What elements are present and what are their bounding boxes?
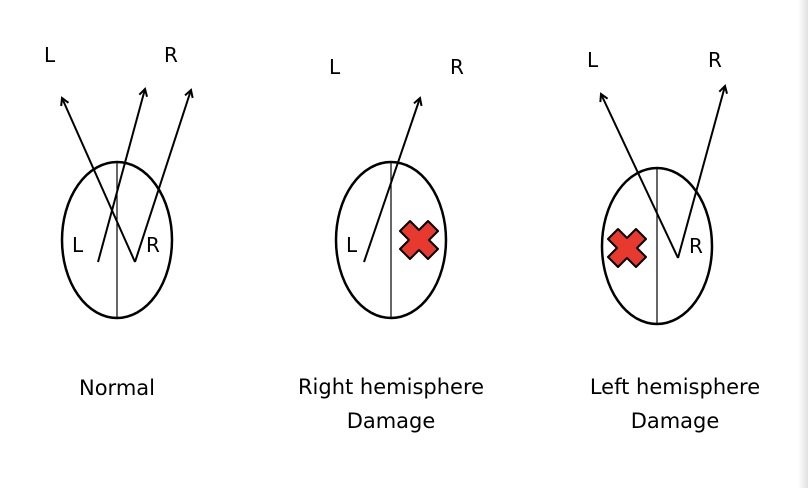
outer-right-label: R <box>708 48 722 72</box>
outer-left-label: L <box>329 55 341 79</box>
outer-left-label: L <box>587 48 599 72</box>
inner-left-label: L <box>72 233 84 257</box>
inner-right-label: R <box>689 234 703 258</box>
arrow-icon <box>363 98 420 263</box>
outer-right-label: R <box>164 43 178 67</box>
x-mark-icon <box>399 220 439 260</box>
arrow-icon <box>677 86 725 259</box>
arrow-icon <box>134 90 191 263</box>
panel-normal: L R L R Normal <box>44 43 191 400</box>
outer-left-label: L <box>44 43 56 67</box>
inner-left-label: L <box>346 233 358 257</box>
arrow-icon <box>62 98 136 263</box>
panel-right-hemisphere-damage: L R L Right hemisphere Damage <box>298 55 484 433</box>
caption-line-2: Damage <box>347 409 436 433</box>
outer-right-label: R <box>450 55 464 79</box>
page-edge-shadow <box>798 0 808 488</box>
caption-line-1: Normal <box>79 376 155 400</box>
arrow-icon <box>97 89 145 263</box>
caption-line-2: Damage <box>631 409 720 433</box>
panel-left-hemisphere-damage: L R R Left hemisphere Damage <box>587 48 760 433</box>
caption-line-1: Right hemisphere <box>298 375 484 399</box>
arrow-icon <box>601 94 679 259</box>
x-mark-icon <box>607 228 647 268</box>
inner-right-label: R <box>146 233 160 257</box>
caption-line-1: Left hemisphere <box>590 375 760 399</box>
